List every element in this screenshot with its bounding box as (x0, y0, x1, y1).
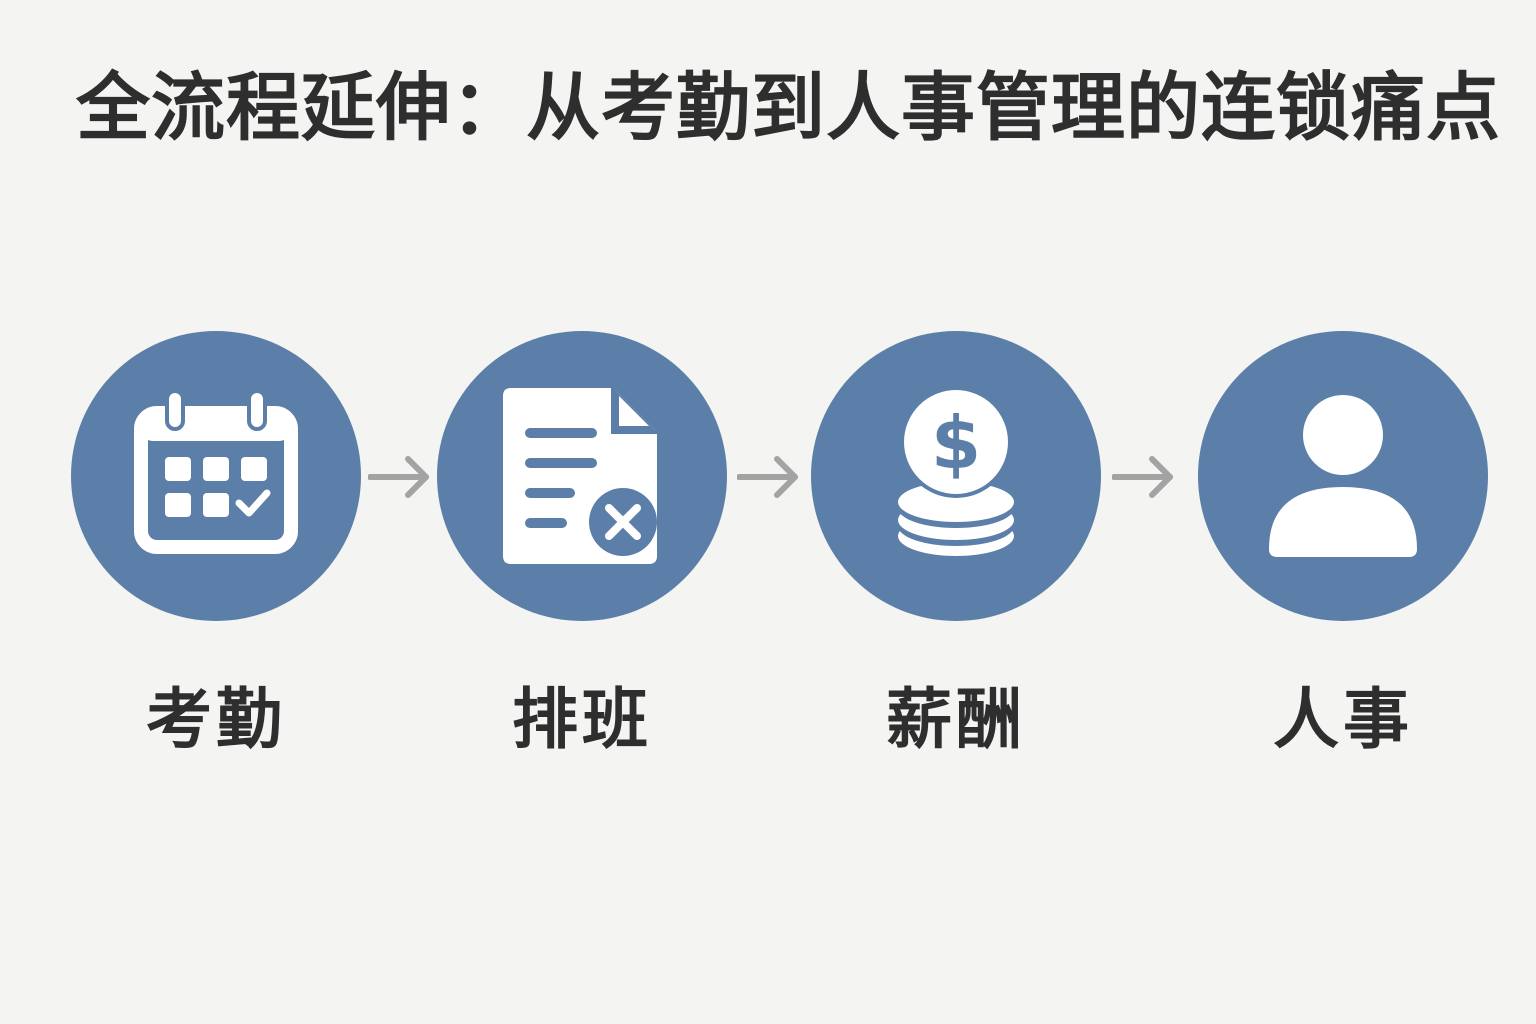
step-label: 考勤 (146, 681, 286, 758)
step-hr: 人事 (1198, 331, 1488, 758)
arrow-right-icon (368, 456, 429, 498)
step-circle: $ (811, 331, 1101, 621)
step-scheduling: 排班 (437, 331, 727, 758)
calendar-check-icon (134, 391, 298, 554)
step-label: 人事 (1273, 681, 1413, 758)
step-circle (71, 331, 361, 621)
page-title: 全流程延伸：从考勤到人事管理的连锁痛点 (76, 65, 1501, 151)
step-label: 排班 (512, 681, 652, 758)
arrow-right-icon (737, 456, 798, 498)
step-circle (1198, 331, 1488, 621)
svg-text:$: $ (931, 401, 981, 485)
step-attendance: 考勤 (71, 331, 361, 758)
step-circle (437, 331, 727, 621)
person-icon (1269, 395, 1417, 557)
step-payroll: $ 薪酬 (811, 331, 1101, 758)
arrow-right-icon (1112, 456, 1173, 498)
document-x-icon (503, 388, 657, 564)
coins-dollar-icon: $ (898, 386, 1014, 556)
step-label: 薪酬 (886, 681, 1026, 758)
